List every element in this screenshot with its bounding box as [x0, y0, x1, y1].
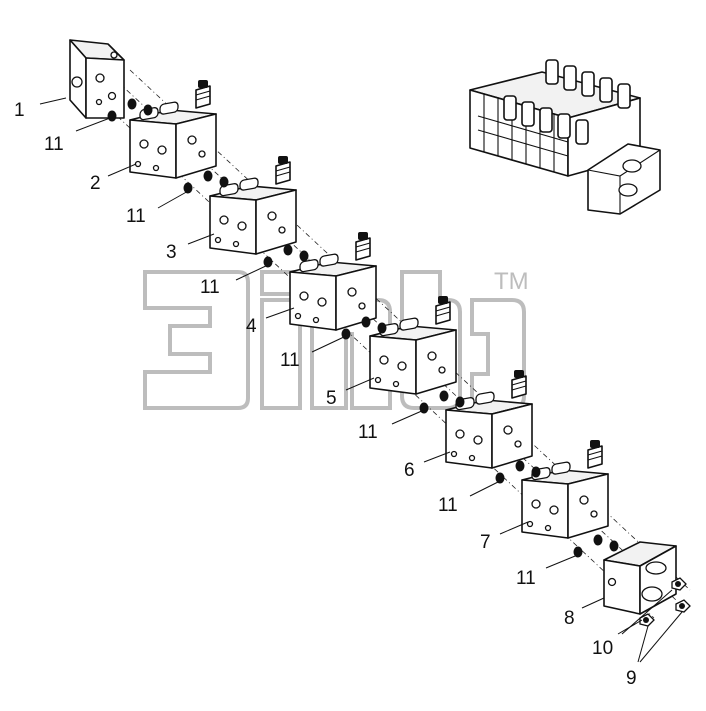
callout-11-a: 11	[44, 134, 64, 155]
callout-8: 8	[564, 608, 575, 629]
callout-7: 7	[480, 532, 491, 553]
seal-set-g	[573, 534, 619, 558]
callout-labels: 1 11 2 11 3 11 4 11 5 11 6 11 7 11 8 10 …	[14, 100, 637, 689]
assembled-valve-view	[469, 59, 661, 215]
valve-section-3	[209, 155, 297, 255]
tie-rod-nuts	[639, 577, 691, 627]
callout-4: 4	[246, 316, 257, 337]
assembled-solenoid-row	[503, 59, 631, 145]
outlet-end-block	[603, 541, 677, 615]
valve-section-5	[369, 295, 457, 395]
callout-5: 5	[326, 388, 337, 409]
callout-2: 2	[90, 173, 101, 194]
valve-section-7	[521, 439, 609, 539]
callout-11-g: 11	[516, 568, 536, 589]
valve-section-2	[129, 79, 217, 179]
watermark-trademark: TM	[494, 268, 529, 295]
callout-6: 6	[404, 460, 415, 481]
callout-11-b: 11	[126, 206, 146, 227]
callout-11-e: 11	[358, 422, 378, 443]
valve-section-4	[289, 231, 377, 331]
inlet-end-block	[69, 39, 125, 119]
callout-11-c: 11	[200, 277, 220, 298]
callout-11-f: 11	[438, 495, 458, 516]
callout-9: 9	[626, 668, 637, 689]
leader-lines	[39, 97, 683, 663]
callout-10: 10	[592, 638, 613, 659]
callout-3: 3	[166, 242, 177, 263]
callout-11-d: 11	[280, 350, 300, 371]
callout-1: 1	[14, 100, 25, 121]
